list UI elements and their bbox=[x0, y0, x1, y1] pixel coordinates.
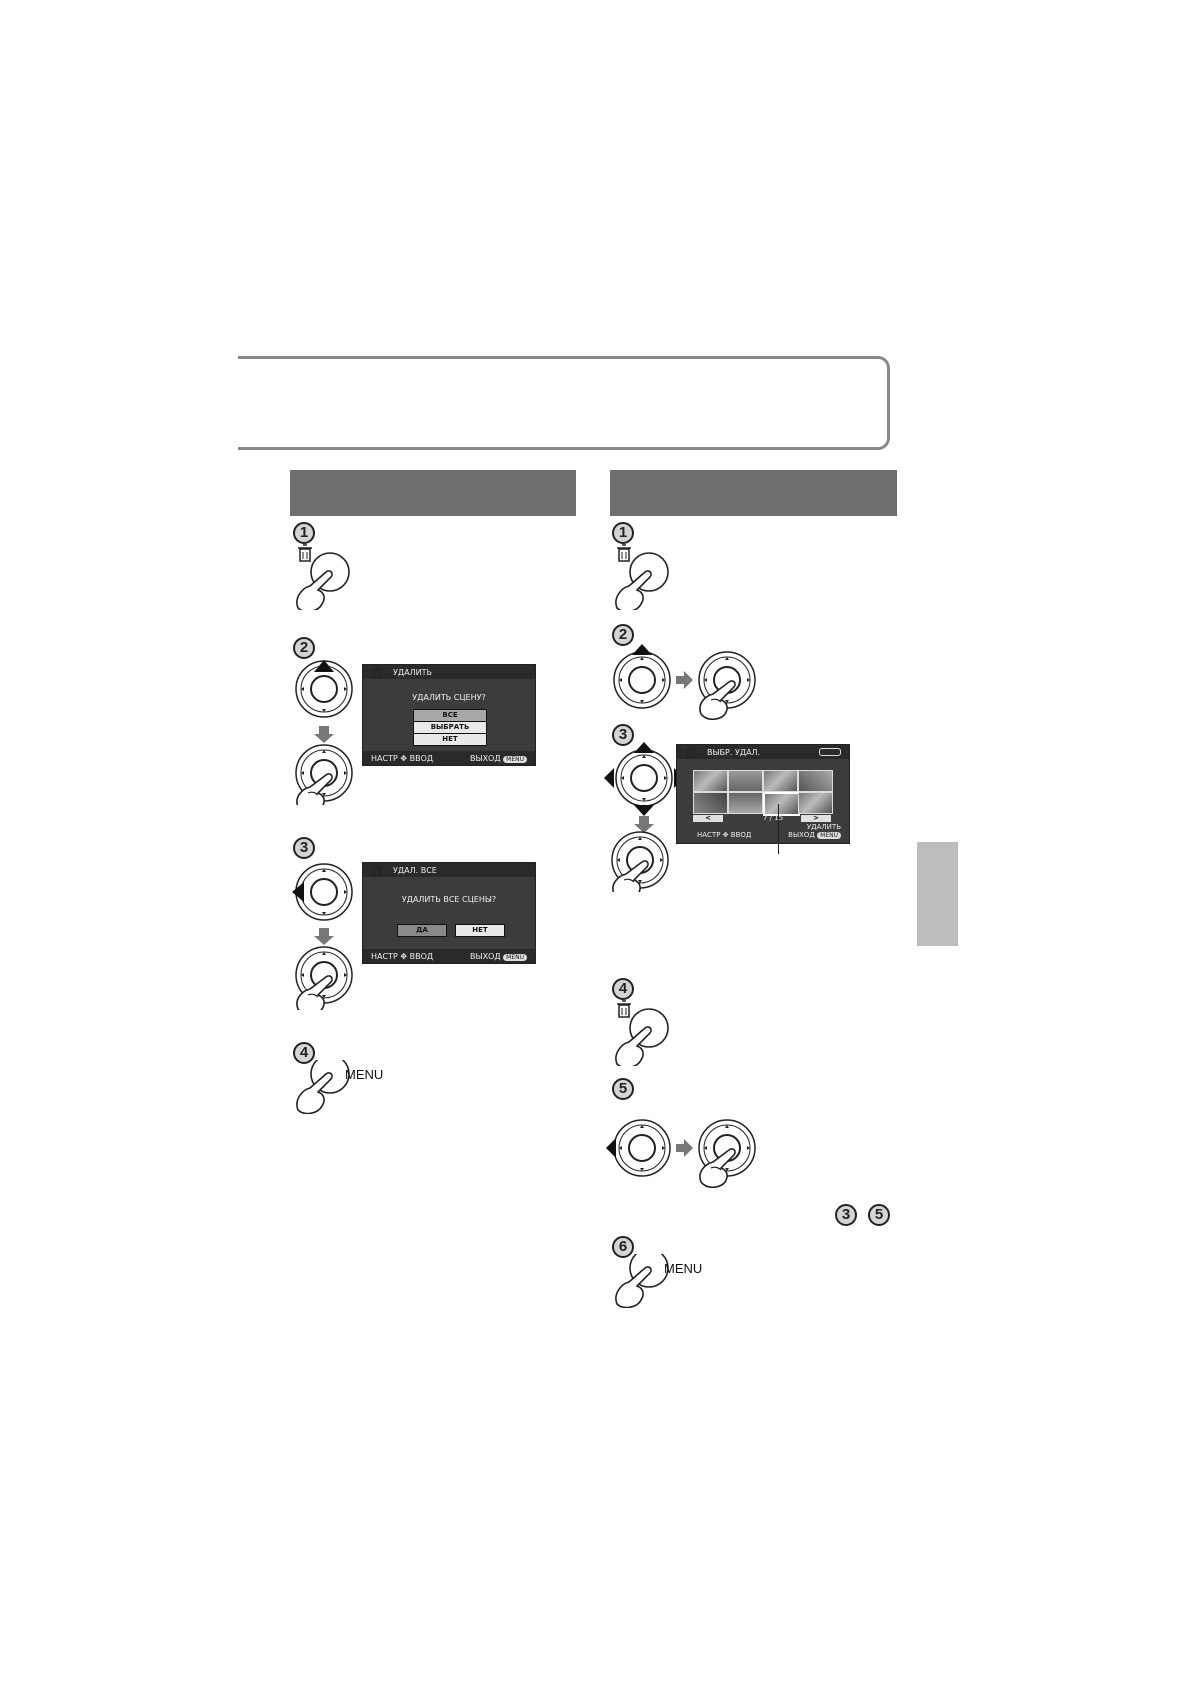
step-number: 1 bbox=[612, 522, 634, 544]
step-number: 3 bbox=[293, 837, 315, 859]
delete-all-screen: УДАЛ. ВСЕ УДАЛИТЬ ВСЕ СЦЕНЫ? ДА НЕТ НАСТ… bbox=[362, 862, 536, 964]
trash-icon bbox=[685, 746, 697, 758]
joystick-left-then-press-icon[interactable] bbox=[606, 1112, 756, 1188]
repeat-to-number: 5 bbox=[868, 1204, 890, 1226]
step-number: 1 bbox=[293, 522, 315, 544]
step-number: 2 bbox=[293, 637, 315, 659]
trash-icon bbox=[371, 666, 383, 678]
joystick-up-then-press-icon[interactable] bbox=[290, 655, 362, 805]
footer-exit: ВЫХОД bbox=[470, 753, 501, 763]
page-counter: 7 / 15 bbox=[763, 814, 784, 822]
right-section-header bbox=[610, 470, 897, 516]
footer-exit: ВЫХОД bbox=[470, 951, 501, 961]
callout-line bbox=[778, 804, 779, 854]
footer-setup: НАСТР bbox=[371, 753, 398, 763]
yes-button[interactable]: ДА bbox=[397, 924, 447, 937]
thumbnail[interactable] bbox=[693, 770, 728, 792]
step-number: 5 bbox=[612, 1078, 634, 1100]
title-frame bbox=[238, 356, 890, 450]
side-tab bbox=[917, 842, 958, 946]
screen-title: УДАЛИТЬ bbox=[393, 667, 432, 677]
step-number: 4 bbox=[293, 1042, 315, 1064]
step-number: 3 bbox=[612, 724, 634, 746]
menu-badge-icon: MENU bbox=[503, 755, 527, 763]
step-number: 4 bbox=[612, 978, 634, 1000]
menu-button-label: MENU bbox=[345, 1067, 384, 1082]
thumbnail[interactable] bbox=[763, 770, 798, 792]
footer-setup: НАСТР bbox=[697, 831, 721, 839]
screen-title: УДАЛ. ВСЕ bbox=[393, 865, 437, 875]
thumbnail[interactable] bbox=[693, 792, 728, 814]
screen-footer-right: ВЫХОД MENU bbox=[788, 831, 841, 839]
screen-title: ВЫБР. УДАЛ. bbox=[707, 747, 761, 757]
footer-exit: ВЫХОД bbox=[788, 831, 815, 839]
footer-enter: ВВОД bbox=[409, 951, 434, 961]
joystick-up-then-press-icon[interactable] bbox=[612, 644, 762, 720]
repeat-from-number: 3 bbox=[835, 1204, 857, 1226]
screen-footer-left: НАСТР ✥ ВВОД bbox=[697, 831, 752, 839]
menu-badge-icon: MENU bbox=[817, 832, 841, 839]
footer-enter: ВВОД bbox=[730, 831, 752, 839]
trash-button-press-icon[interactable] bbox=[292, 540, 352, 610]
delete-menu-screen: УДАЛИТЬ УДАЛИТЬ СЦЕНУ? ВСЕ ВЫБРАТЬ НЕТ Н… bbox=[362, 664, 536, 766]
step-number: 2 bbox=[612, 624, 634, 646]
screen-question: УДАЛИТЬ ВСЕ СЦЕНЫ? bbox=[401, 895, 497, 904]
menu-button-label: MENU bbox=[664, 1261, 703, 1276]
thumbnail[interactable] bbox=[798, 770, 833, 792]
thumbnail[interactable] bbox=[728, 792, 763, 814]
joystick-left-then-press-icon[interactable] bbox=[290, 860, 362, 1010]
footer-enter: ВВОД bbox=[409, 753, 434, 763]
thumbnail[interactable] bbox=[798, 792, 833, 814]
screen-question: УДАЛИТЬ СЦЕНУ? bbox=[412, 693, 486, 702]
menu-badge-icon: MENU bbox=[503, 953, 527, 961]
menu-button-press-icon[interactable] bbox=[292, 1060, 352, 1114]
thumbnail[interactable] bbox=[728, 770, 763, 792]
card-icon bbox=[819, 748, 841, 756]
step-number: 6 bbox=[612, 1236, 634, 1258]
prev-page-button[interactable]: < bbox=[693, 815, 723, 822]
trash-icon bbox=[371, 864, 383, 876]
footer-setup: НАСТР bbox=[371, 951, 398, 961]
joystick-all-directions-then-press-icon[interactable] bbox=[604, 742, 684, 892]
trash-button-press-icon[interactable] bbox=[611, 996, 671, 1066]
no-button[interactable]: НЕТ bbox=[455, 924, 505, 937]
select-delete-screen: ВЫБР. УДАЛ. < 7 / 15 > УДАЛИТЬ НАСТР ✥ В… bbox=[676, 744, 850, 844]
option-no[interactable]: НЕТ bbox=[413, 733, 487, 746]
thumbnail-selected[interactable] bbox=[763, 792, 800, 816]
screen-footer: НАСТР ✥ ВВОД ВЫХОД MENU bbox=[363, 751, 535, 765]
menu-button-press-icon[interactable] bbox=[611, 1254, 671, 1308]
delete-label: УДАЛИТЬ bbox=[806, 823, 841, 831]
next-page-button[interactable]: > bbox=[801, 815, 831, 822]
screen-footer: НАСТР ✥ ВВОД ВЫХОД MENU bbox=[363, 949, 535, 963]
trash-button-press-icon[interactable] bbox=[611, 540, 671, 610]
left-section-header bbox=[290, 470, 576, 516]
